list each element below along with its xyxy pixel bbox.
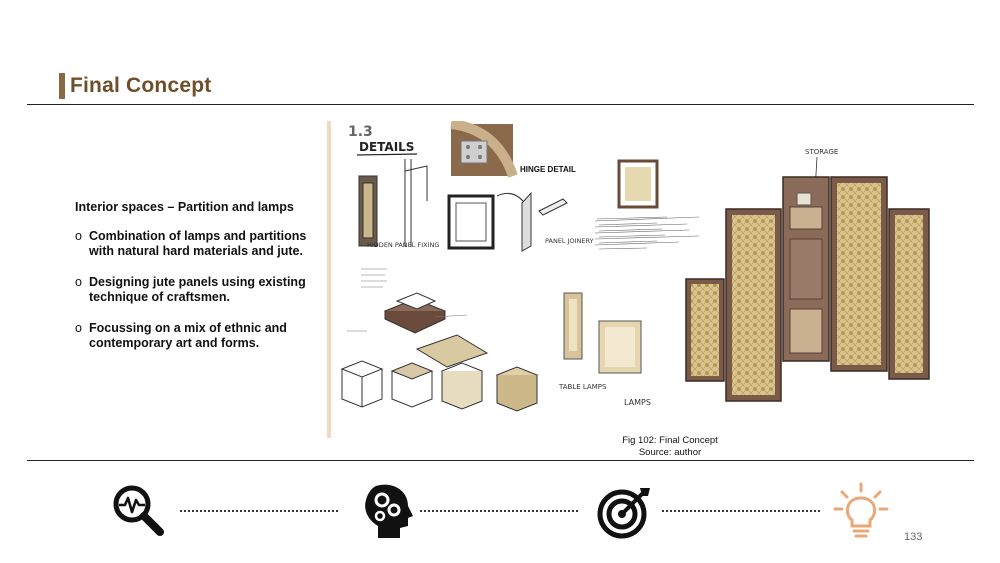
list-item: o Combination of lamps and partitions wit… xyxy=(75,229,315,259)
brain-gears-icon[interactable] xyxy=(358,482,416,540)
page-number: 133 xyxy=(904,531,923,543)
hinge-detail-label: HINGE DETAIL xyxy=(520,165,576,174)
page-title: Final Concept xyxy=(70,74,212,97)
box-detail-sketch xyxy=(347,268,468,334)
concept-sketch: 1.3 DETAILS HINGE DETAIL HIDDEN PANEL FI… xyxy=(327,121,930,438)
content-heading: Interior spaces – Partition and lamps xyxy=(75,200,294,214)
table-lamps-sketch xyxy=(563,292,642,374)
partition-notes xyxy=(594,216,700,246)
nav-connector-1 xyxy=(180,510,338,512)
list-item: o Focussing on a mix of ethnic and contem… xyxy=(75,321,315,351)
hidden-panel-label: HIDDEN PANEL FIXING xyxy=(367,241,439,249)
caption-title: Fig 102: Final Concept xyxy=(622,435,718,446)
title-accent-bar xyxy=(59,73,65,99)
bullet-list: o Combination of lamps and partitions wit… xyxy=(75,229,315,351)
sketch-details-label: DETAILS xyxy=(359,140,414,154)
bullet-text: Designing jute panels using existing tec… xyxy=(89,275,306,304)
sketch-number: 1.3 xyxy=(348,124,373,140)
joinery-label: PANEL JOINERY xyxy=(545,237,594,245)
concept-sketch-figure: 1.3 DETAILS HINGE DETAIL HIDDEN PANEL FI… xyxy=(327,121,975,438)
bullet-text: Combination of lamps and partitions with… xyxy=(89,229,307,258)
frame-sketch xyxy=(447,194,495,250)
sketch-margin-strip xyxy=(327,121,331,438)
search-analysis-icon[interactable] xyxy=(110,482,168,540)
panel-fixing-sketch xyxy=(358,159,428,247)
nav-connector-3 xyxy=(662,510,820,512)
target-icon[interactable] xyxy=(596,482,654,540)
nav-connector-2 xyxy=(420,510,578,512)
bullet-marker: o xyxy=(75,321,82,335)
lamps-label: LAMPS xyxy=(624,398,651,407)
small-panel-sketch xyxy=(596,159,668,250)
bullet-text: Focussing on a mix of ethnic and contemp… xyxy=(89,321,287,350)
bullet-marker: o xyxy=(75,229,82,243)
list-item: o Designing jute panels using existing te… xyxy=(75,275,315,305)
partition-render xyxy=(685,176,930,402)
storage-label: STORAGE xyxy=(805,148,838,156)
lightbulb-icon[interactable] xyxy=(832,482,890,540)
hinge-detail-photo xyxy=(450,121,518,178)
joinery-sketch xyxy=(521,191,568,252)
callout-line xyxy=(496,192,524,202)
bullet-marker: o xyxy=(75,275,82,289)
cube-lamps-sketch xyxy=(340,334,539,412)
caption-source: Source: author xyxy=(638,447,702,458)
table-lamps-label: TABLE LAMPS xyxy=(558,383,607,391)
figure-caption: Fig 102: Final Concept Source: author xyxy=(590,435,750,459)
bottom-divider xyxy=(27,460,974,461)
details-underline xyxy=(356,153,418,156)
top-divider xyxy=(27,104,974,105)
